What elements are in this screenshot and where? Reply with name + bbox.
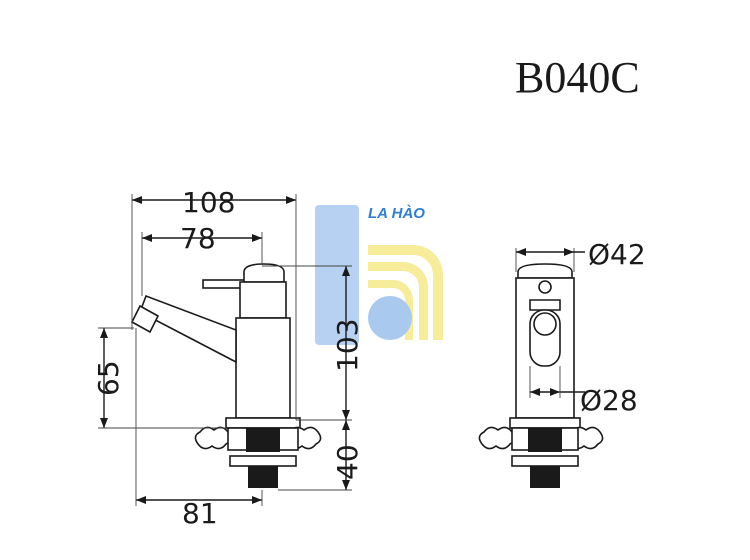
logo-text: LA HÀO <box>368 205 425 222</box>
front-lock-washer <box>511 455 579 467</box>
model-title: B040C <box>515 53 640 102</box>
faucet-cap <box>243 263 285 283</box>
dim-total-height: 103 <box>331 319 364 372</box>
front-shank-thread <box>530 466 560 488</box>
dim-total-length: 108 <box>182 186 235 219</box>
lock-washer <box>229 455 297 467</box>
faucet-body <box>235 317 291 419</box>
faucet-upper-body <box>239 281 287 319</box>
front-handle-collar <box>529 299 561 311</box>
front-cap <box>517 263 573 279</box>
brand-logo: LA HÀO <box>315 205 443 345</box>
dim-spout-height: 65 <box>92 360 125 396</box>
shank-thread <box>248 466 278 488</box>
mounting-rosette-left <box>194 426 232 450</box>
front-view: Ø42 Ø28 <box>478 238 646 488</box>
front-threaded-shank <box>528 428 562 452</box>
spout-tip <box>130 304 160 334</box>
side-view: 108 78 103 65 40 81 <box>92 186 364 530</box>
dim-spout-length: 78 <box>180 222 216 255</box>
dim-shank-length: 40 <box>331 444 364 480</box>
front-spout-outlet <box>533 312 557 336</box>
dim-base-diameter: Ø28 <box>580 384 638 417</box>
front-rosette-left <box>478 426 516 450</box>
base-flange <box>225 417 301 429</box>
dim-base-offset: 81 <box>182 497 218 530</box>
front-handle-knob <box>538 280 552 294</box>
front-base-flange <box>509 417 581 429</box>
dim-body-diameter: Ø42 <box>588 238 646 271</box>
threaded-shank <box>246 428 280 452</box>
faucet-spout <box>139 294 237 364</box>
